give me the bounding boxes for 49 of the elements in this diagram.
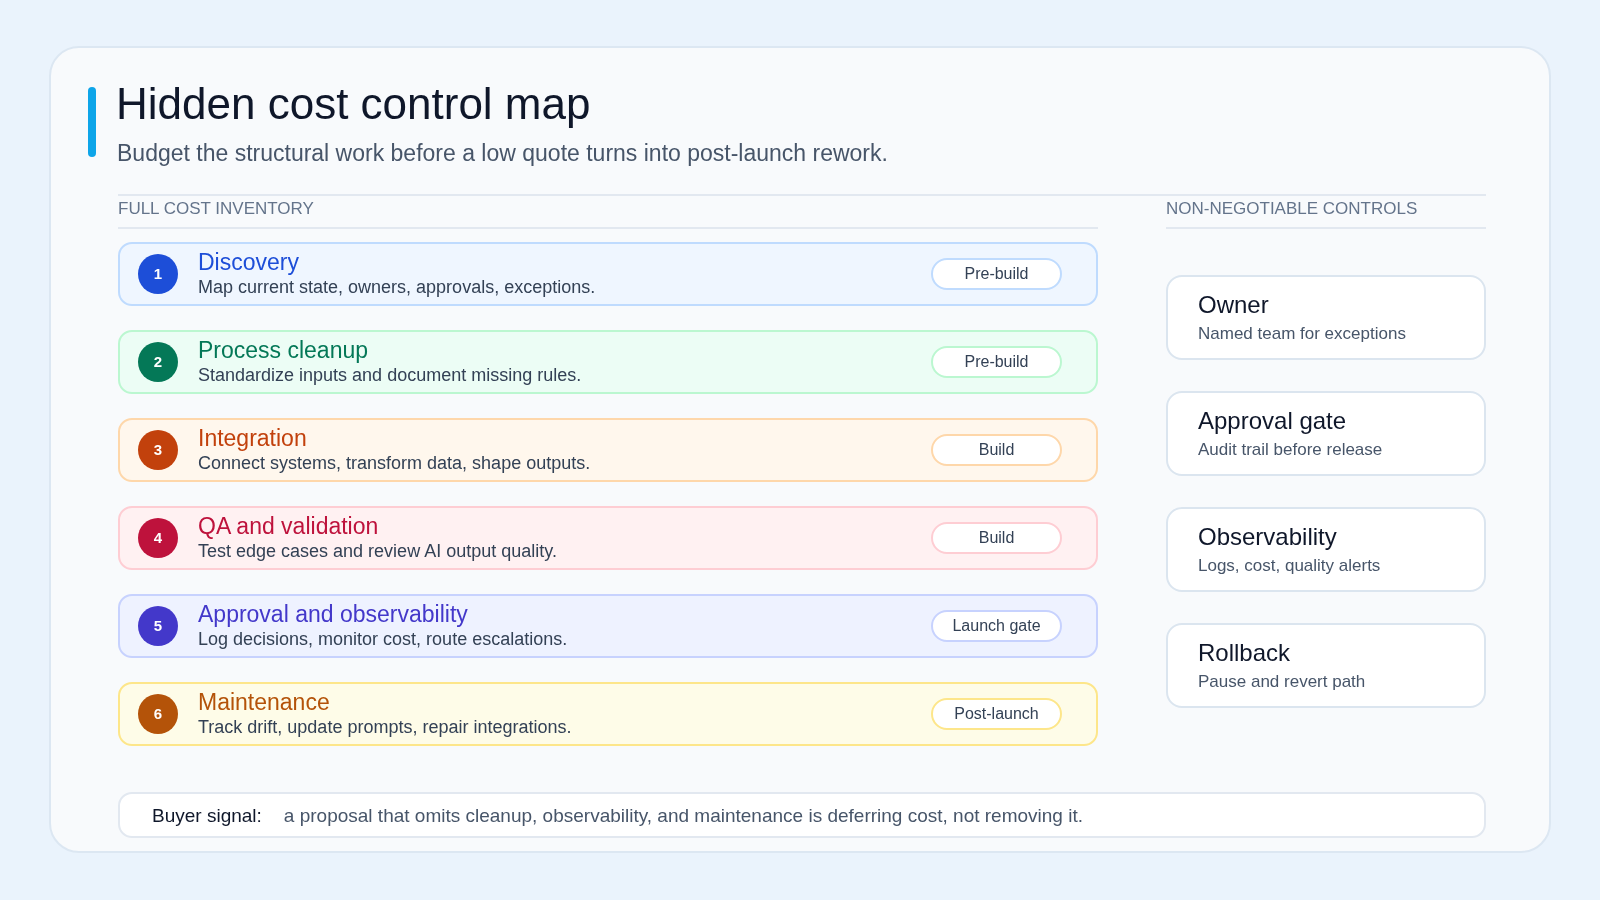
control-card xyxy=(1166,275,1486,360)
phase-tag: Post-launch xyxy=(931,698,1062,730)
step-number: 5 xyxy=(138,606,178,646)
stage-description: Test edge cases and review AI output quality. xyxy=(198,540,557,563)
control-description: Logs, cost, quality alerts xyxy=(1198,555,1382,576)
stage-card xyxy=(118,506,1098,570)
stage-card xyxy=(118,242,1098,306)
stage-description: Track drift, update prompts, repair integrations. xyxy=(198,716,572,739)
step-number: 1 xyxy=(138,254,178,294)
control-title: Approval gate xyxy=(1198,407,1348,435)
stage-card xyxy=(118,682,1098,746)
signal-text: a proposal that omits cleanup, observability, and maintenance is deferring cost, not removing it. xyxy=(283,803,1083,827)
control-title: Rollback xyxy=(1198,639,1292,667)
title: Hidden cost control map xyxy=(116,78,591,130)
signal-note xyxy=(118,792,1486,838)
control-card xyxy=(1166,507,1486,592)
stage-title: Integration xyxy=(198,425,308,452)
stage-description: Connect systems, transform data, shape outputs. xyxy=(198,452,591,475)
stage-card xyxy=(118,594,1098,658)
stage-description: Map current state, owners, approvals, exceptions. xyxy=(198,276,596,299)
phase-tag: Launch gate xyxy=(931,610,1062,642)
stage-description: Standardize inputs and document missing rules. xyxy=(198,364,582,387)
signal-label: Buyer signal: xyxy=(152,803,262,827)
stage-title: Process cleanup xyxy=(198,337,370,364)
stage-title: QA and validation xyxy=(198,513,380,540)
step-number: 4 xyxy=(138,518,178,558)
subtitle: Budget the structural work before a low quote turns into post-launch rework. xyxy=(117,139,888,168)
section-heading: NON-NEGOTIABLE CONTROLS xyxy=(1166,198,1418,220)
phase-tag: Pre-build xyxy=(931,258,1062,290)
control-card xyxy=(1166,391,1486,476)
phase-tag: Build xyxy=(931,434,1062,466)
control-description: Audit trail before release xyxy=(1198,439,1384,460)
stage-card xyxy=(118,418,1098,482)
section-heading: FULL COST INVENTORY xyxy=(118,198,314,220)
stage-card xyxy=(118,330,1098,394)
phase-tag: Pre-build xyxy=(931,346,1062,378)
step-number: 2 xyxy=(138,342,178,382)
step-number: 3 xyxy=(138,430,178,470)
control-description: Named team for exceptions xyxy=(1198,323,1407,344)
control-card xyxy=(1166,623,1486,708)
stage-title: Maintenance xyxy=(198,689,331,716)
phase-tag: Build xyxy=(931,522,1062,554)
stage-title: Approval and observability xyxy=(198,601,469,628)
stage-description: Log decisions, monitor cost, route escalations. xyxy=(198,628,568,651)
control-title: Owner xyxy=(1198,291,1270,319)
step-number: 6 xyxy=(138,694,178,734)
control-description: Pause and revert path xyxy=(1198,671,1367,692)
control-title: Observability xyxy=(1198,523,1338,551)
stage-title: Discovery xyxy=(198,249,300,276)
